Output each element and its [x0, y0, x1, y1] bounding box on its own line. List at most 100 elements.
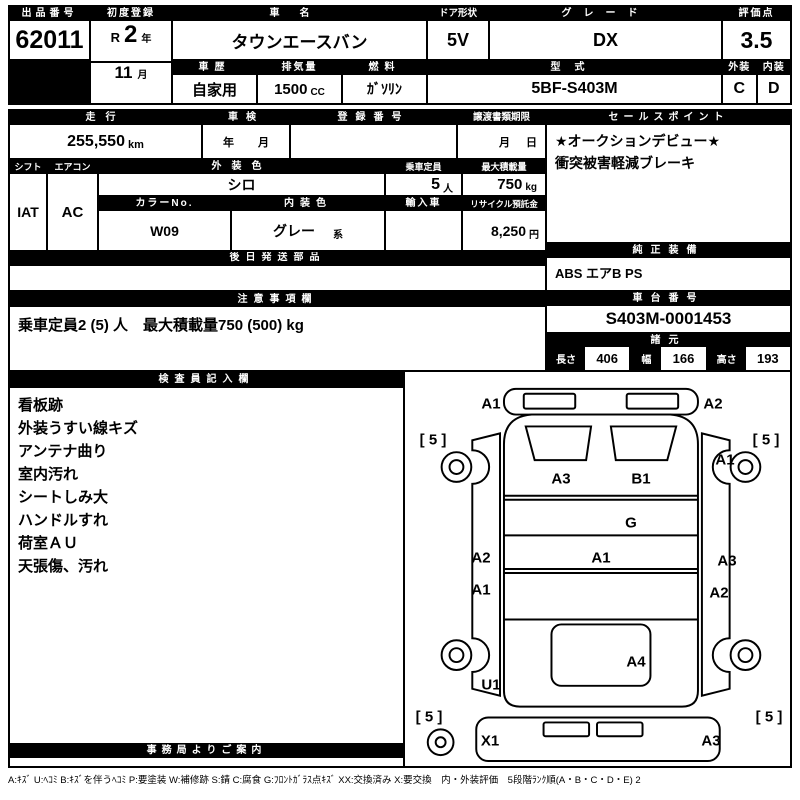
- history-value: 自家用: [191, 81, 237, 99]
- lot-number-value: 62011: [15, 25, 84, 54]
- exterior-interior-cell: 外装 C 内装 D: [721, 59, 792, 105]
- interior-color-value: グレー: [273, 222, 315, 239]
- inspector-note: 看板跡: [18, 397, 64, 414]
- max-load-value-row: 750 kg: [463, 174, 545, 195]
- caution-label: 注意事項欄: [10, 292, 545, 307]
- mileage-unit: km: [127, 138, 144, 151]
- inspection-month-placeholder: 月: [258, 136, 269, 149]
- history-cell: 車歴 自家用: [171, 59, 258, 105]
- vehicle-outline-drawing: [426, 387, 762, 763]
- reg-month-value: 11: [114, 63, 133, 82]
- lot-number-cell: 出品番号 62011: [8, 5, 91, 61]
- damage-mark: A2: [703, 395, 723, 413]
- legend-text: A:ｷｽﾞ U:ﾍｺﾐ B:ｷｽﾞを伴うﾍｺﾐ P:要塗装 W:補修跡 S:錆 …: [8, 775, 641, 786]
- door-shape-label: ドア形状: [428, 7, 488, 21]
- color-number-cell: カラーNo. W09: [97, 195, 232, 252]
- score-value: 3.5: [740, 26, 773, 53]
- displacement-cell: 排気量 1500 CC: [256, 59, 343, 105]
- max-load-unit: kg: [525, 182, 537, 193]
- exterior-color-cell: 外装色 シロ: [97, 158, 386, 197]
- sales-point-label: セールスポイント: [547, 111, 790, 125]
- era-code: R: [110, 30, 121, 45]
- transfer-docs-cell: 譲渡書類期限 月 日: [456, 109, 547, 160]
- damage-mark: [ 5 ]: [752, 431, 780, 449]
- inspector-note: ハンドルすれ: [18, 512, 109, 529]
- inspection-year-placeholder: 年: [223, 136, 234, 149]
- shift-aircon-cell: シフト IAT エアコン AC: [8, 158, 99, 252]
- exterior-color-label: 外装色: [99, 160, 384, 174]
- chassis-number-value: S403M-0001453: [605, 309, 732, 328]
- interior-label: 内装: [757, 61, 790, 75]
- reg-year-unit: 年: [141, 34, 152, 45]
- damage-mark: A1: [715, 451, 735, 469]
- import-car-cell: 輸入車: [384, 195, 463, 252]
- grade-cell: グレード DX: [488, 5, 723, 61]
- model-code-value: 5BF-S403M: [531, 80, 618, 97]
- displacement-label: 排気量: [258, 61, 341, 75]
- model-code-cell: 型式 5BF-S403M: [426, 59, 723, 105]
- inspector-note: 外装うすい線キズ: [18, 420, 139, 437]
- inspection-expiry-cell: 車検 年 月: [201, 109, 291, 160]
- car-name-label: 車名: [173, 7, 426, 21]
- recycle-deposit-value-row: 8,250 円: [463, 211, 545, 250]
- history-label: 車歴: [173, 61, 256, 75]
- car-name-value: タウンエースバン: [231, 32, 368, 52]
- inspection-expiry-value: 年 月: [203, 125, 289, 158]
- damage-mark: X1: [480, 732, 500, 750]
- damage-mark: A1: [471, 581, 491, 599]
- exterior-grade-col: 外装 C: [723, 61, 756, 103]
- recycle-deposit-label: リサイクル預託金: [463, 197, 545, 211]
- inspection-expiry-label: 車検: [203, 111, 289, 125]
- damage-mark: G: [625, 514, 637, 532]
- max-load-value: 750: [497, 176, 523, 193]
- car-name-cell: 車名 タウンエースバン: [171, 5, 428, 61]
- fuel-label: 燃料: [343, 61, 426, 75]
- color-number-value: W09: [150, 222, 179, 239]
- shift-label: シフト: [10, 160, 46, 174]
- door-shape-value: 5V: [446, 29, 470, 50]
- interior-color-value-row: グレー 系: [232, 211, 384, 250]
- damage-mark: [ 5 ]: [755, 708, 783, 726]
- caution-section: 注意事項欄 乗車定員2 (5) 人 最大積載量750 (500) kg: [8, 290, 547, 372]
- mileage-cell: 走行 255,550 km: [8, 109, 203, 160]
- damage-mark: U1: [481, 676, 501, 694]
- recycle-deposit-value: 8,250: [490, 222, 526, 239]
- blank-black-cell: [8, 59, 91, 105]
- score-cell: 評価点 3.5: [721, 5, 792, 61]
- exterior-label: 外装: [723, 61, 756, 75]
- first-registration-year: R 2 年: [91, 21, 171, 61]
- capacity-label: 乗車定員: [386, 160, 461, 174]
- transfer-day-placeholder: 日: [526, 136, 537, 149]
- transfer-docs-label: 譲渡書類期限: [458, 111, 545, 125]
- inspector-note: 室内汚れ: [18, 466, 79, 483]
- later-shipment-parts-empty: [8, 264, 547, 292]
- transfer-month-placeholder: 月: [499, 136, 510, 149]
- recycle-deposit-unit: 円: [529, 230, 539, 241]
- factory-equipment-value: ABS エアB PS: [555, 266, 643, 281]
- import-car-label: 輸入車: [386, 197, 461, 211]
- aircon-value: AC: [61, 203, 84, 221]
- max-load-label: 最大積載量: [463, 160, 545, 174]
- office-info-label: 事務局よりご案内: [10, 743, 403, 758]
- grade-value: DX: [592, 29, 618, 50]
- spec-values-row: 長さ 406 幅 166 高さ 193: [547, 347, 790, 370]
- displacement-value: 1500: [274, 80, 308, 98]
- transfer-docs-value: 月 日: [458, 125, 545, 158]
- fuel-value: ｶﾞｿﾘﾝ: [367, 81, 402, 97]
- inspector-section: 検査員記入欄 看板跡外装うすい線キズアンテナ曲り室内汚れシートしみ大ハンドルすれ…: [8, 370, 405, 768]
- chassis-number-cell: 車台番号 S403M-0001453: [545, 290, 792, 334]
- capacity-unit: 人: [443, 184, 453, 195]
- lot-number-label: 出品番号: [10, 7, 89, 21]
- inspector-label: 検査員記入欄: [10, 372, 403, 388]
- damage-mark: B1: [631, 470, 651, 488]
- model-code-label: 型式: [428, 61, 721, 75]
- damage-mark: [ 5 ]: [419, 431, 447, 449]
- inspector-note: シートしみ大: [18, 489, 109, 506]
- damage-mark: A3: [551, 470, 571, 488]
- sales-point-line-2: 衝突被害軽減ブレーキ: [555, 155, 695, 171]
- damage-mark: A1: [591, 549, 611, 567]
- sales-point-text: ★オークションデビュー★ 衝突被害軽減ブレーキ: [547, 125, 790, 242]
- shift-value: IAT: [17, 204, 39, 220]
